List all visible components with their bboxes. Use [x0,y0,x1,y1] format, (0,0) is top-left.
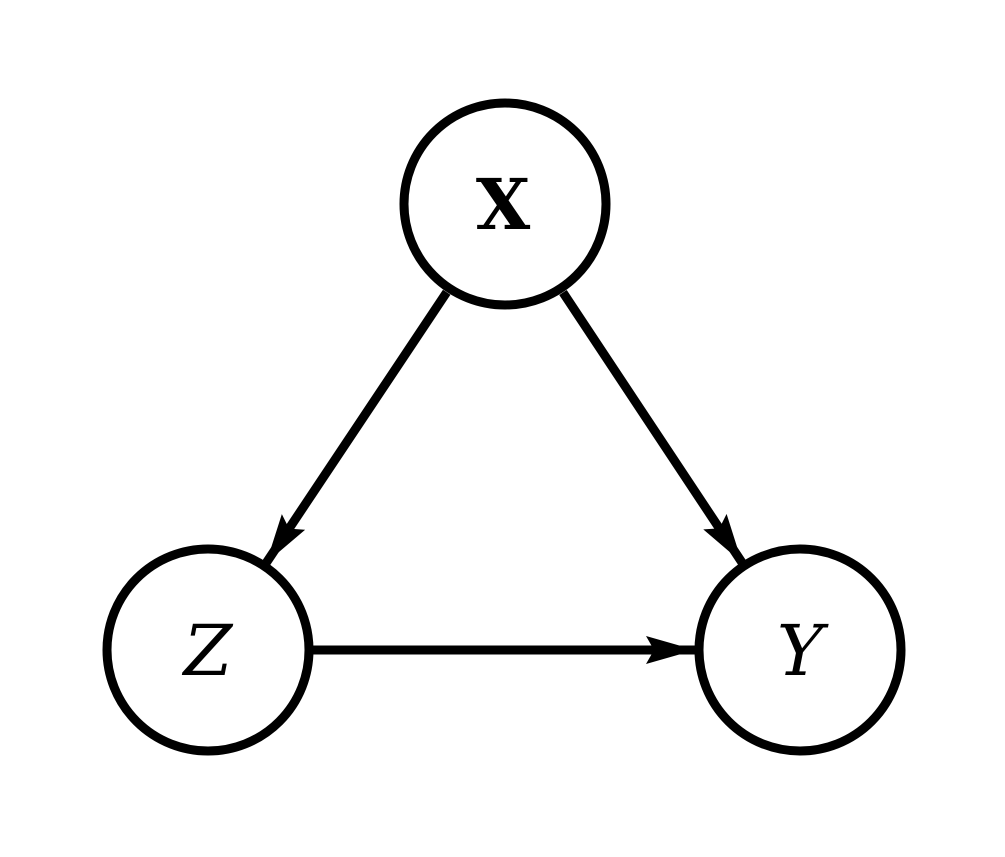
node-z-label: Z [182,610,234,692]
edge-x-to-z [262,289,451,566]
node-x-label: X [476,163,531,246]
edge-x-to-y [559,290,746,565]
edge-group [262,289,746,664]
node-group: X Z Y [102,98,906,756]
node-y-circle [694,544,906,756]
node-x-circle [399,98,611,310]
node-z-circle [102,544,314,756]
node-y-label: Y [777,610,829,692]
